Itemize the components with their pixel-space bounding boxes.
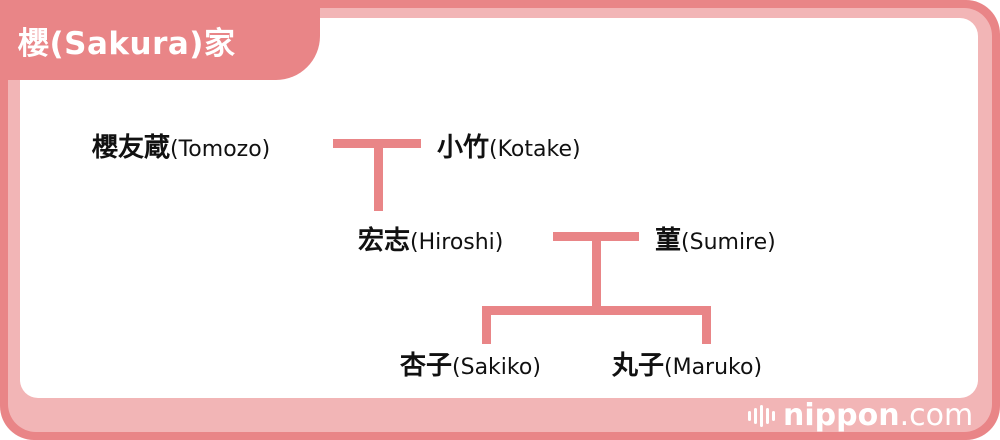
person-kanji: 小竹 <box>437 133 490 163</box>
diagram-panel <box>20 18 978 398</box>
person-romaji: (Sumire) <box>681 230 776 255</box>
person-kanji: 杏子 <box>400 351 453 381</box>
person-kanji: 丸子 <box>612 351 665 381</box>
descent-line-maruko <box>702 306 711 344</box>
title-tab: 櫻(Sakura)家 <box>0 0 320 80</box>
person-romaji: (Hiroshi) <box>410 230 504 255</box>
person-maruko: 丸子(Maruko) <box>612 345 762 382</box>
person-romaji: (Sakiko) <box>452 355 541 380</box>
nippon-logo: nippon.com <box>748 398 973 433</box>
logo-brand: nippon <box>783 398 900 433</box>
person-romaji: (Kotake) <box>489 137 581 162</box>
person-kanji: 菫 <box>655 226 682 256</box>
person-kotake: 小竹(Kotake) <box>437 127 581 164</box>
person-kanji: 櫻友蔵 <box>92 133 171 163</box>
descent-line-children <box>592 232 601 312</box>
logo-suffix: .com <box>899 398 974 433</box>
sibling-line <box>482 306 711 315</box>
person-romaji: (Maruko) <box>664 355 763 380</box>
person-sumire: 菫(Sumire) <box>655 220 776 257</box>
person-sakiko: 杏子(Sakiko) <box>400 345 541 382</box>
soundwave-icon <box>748 404 775 427</box>
person-tomozo: 櫻友蔵(Tomozo) <box>92 127 270 164</box>
person-kanji: 宏志 <box>358 226 411 256</box>
descent-line-sakiko <box>482 306 491 344</box>
person-romaji: (Tomozo) <box>170 137 271 162</box>
person-hiroshi: 宏志(Hiroshi) <box>358 220 503 257</box>
descent-line-hiroshi <box>374 139 383 211</box>
diagram-title: 櫻(Sakura)家 <box>18 26 236 62</box>
